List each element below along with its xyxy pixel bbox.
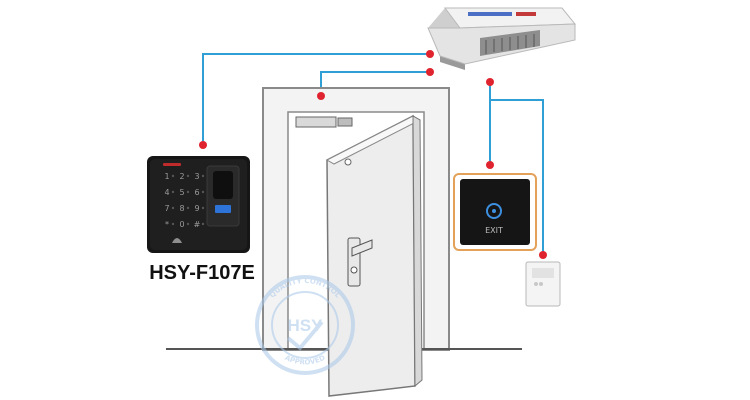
fingerprint-sensor [213,171,233,199]
keypad-key-dot [186,222,190,226]
exit-button: EXIT [453,173,537,251]
keypad-key-dot [201,174,205,178]
keypad-reader: 1 2 3 4 5 6 7 8 9 * 0 # [147,156,250,253]
keypad-key: 3 [194,172,199,181]
bell-icon [172,238,182,243]
keypad-key-dot [186,190,190,194]
keypad-key-dot [171,222,175,226]
keypad-keys: 1 2 3 4 5 6 7 8 9 * 0 # [164,172,205,229]
connector-dot [199,141,207,149]
connector-dot [426,68,434,76]
keypad-key: 9 [194,204,199,213]
connector-dot [426,50,434,58]
keypad-key-dot [186,206,190,210]
connector-dot [539,251,547,259]
keypad-key-dot [201,206,205,210]
keypad-key-dot [201,222,205,226]
svg-text:APPROVED: APPROVED [284,354,327,367]
wire-keypad-to-power [202,53,430,145]
doorbell [525,261,561,307]
connectors [199,50,547,259]
connector-dot [317,92,325,100]
power-supply [427,7,577,70]
keypad-key: 6 [194,188,199,197]
keypad-key-dot [171,206,175,210]
connector-dot [486,161,494,169]
wire-power-to-bell [490,99,544,255]
watermark-seal: QUALITY CONTROL APPROVED HSY [255,275,355,375]
model-label: HSY-F107E [149,262,255,284]
fingerprint-indicator [215,205,231,213]
exit-label: EXIT [485,226,503,235]
keypad-key-dot [171,174,175,178]
keypad-key-dot [171,190,175,194]
door [325,114,423,397]
keypad-key: 7 [164,204,169,213]
keypad-key: 1 [164,172,169,181]
magnetic-lock [295,116,353,128]
keypad-key: 2 [179,172,184,181]
checkmark-icon [286,320,324,351]
exit-glow-icon [486,203,502,219]
keypad-key-dot [186,174,190,178]
keypad-key-dot [201,190,205,194]
keypad-key: 5 [179,188,184,197]
connector-dot [486,78,494,86]
keypad-key: * [165,220,169,229]
keypad-key: 0 [179,220,184,229]
keypad-key: # [194,220,201,229]
keypad-key: 4 [164,188,169,197]
door-handle [347,237,373,287]
keypad-key: 8 [179,204,184,213]
